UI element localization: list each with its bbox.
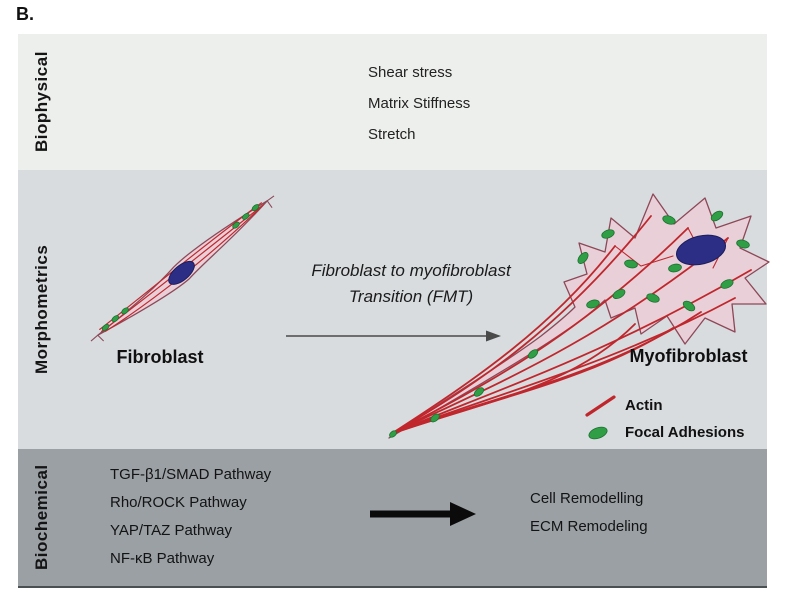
pathway-item: YAP/TAZ Pathway — [110, 522, 232, 539]
band-biophysical: Biophysical Shear stress Matrix Stiffnes… — [18, 34, 767, 170]
band-morphometrics-label: Morphometrics — [32, 244, 51, 375]
band-morphometrics: Morphometrics Fibroblast — [18, 170, 770, 449]
band-biochemical-label: Biochemical — [32, 464, 51, 571]
legend-focal-adhesions-label: Focal Adhesions — [625, 424, 745, 441]
myofibroblast-focal-adhesions — [389, 210, 750, 438]
band-biochemical: Biochemical TGF-β1/SMAD Pathway Rho/ROCK… — [18, 449, 767, 588]
transition-caption-line1: Fibroblast to myofibroblast — [311, 261, 511, 280]
myofibroblast-illustration — [388, 193, 770, 439]
myofibroblast-nucleus — [676, 234, 726, 266]
fibroblast-nucleus — [168, 260, 195, 285]
pathway-item: Rho/ROCK Pathway — [110, 494, 247, 511]
biochemical-arrow-icon — [370, 502, 476, 526]
fibroblast-illustration — [90, 195, 275, 342]
band-biophysical-label: Biophysical — [32, 51, 51, 153]
legend-row-actin: Actin — [584, 392, 744, 419]
transition-caption-line2: Transition (FMT) — [348, 287, 474, 306]
myofibroblast-label: Myofibroblast — [629, 346, 748, 366]
fibroblast-focal-adhesions — [101, 204, 260, 331]
outcome-item: ECM Remodeling — [530, 518, 648, 535]
outcome-list: Cell Remodelling ECM Remodeling — [530, 485, 648, 541]
legend: Actin Focal Adhesions — [584, 392, 744, 446]
fibroblast-label: Fibroblast — [116, 347, 204, 367]
pathway-list: TGF-β1/SMAD Pathway Rho/ROCK Pathway YAP… — [110, 461, 271, 573]
fmt-arrow-icon — [286, 330, 501, 342]
stimulus-item: Stretch — [368, 126, 416, 143]
actin-line-icon — [585, 394, 616, 417]
legend-actin-label: Actin — [625, 397, 663, 414]
pathway-item: TGF-β1/SMAD Pathway — [110, 466, 272, 483]
biophysical-stimuli-list: Shear stress Matrix Stiffness Stretch — [368, 57, 470, 150]
stimulus-item: Shear stress — [368, 64, 453, 81]
pathway-item: NF-κB Pathway — [110, 550, 215, 567]
stimulus-item: Matrix Stiffness — [368, 95, 471, 112]
panel-label: B. — [16, 4, 34, 24]
legend-row-focal-adhesions: Focal Adhesions — [584, 419, 744, 446]
focal-adhesion-icon — [588, 426, 608, 439]
transition-caption: Fibroblast to myofibroblast Transition (… — [243, 258, 579, 310]
outcome-item: Cell Remodelling — [530, 490, 644, 507]
